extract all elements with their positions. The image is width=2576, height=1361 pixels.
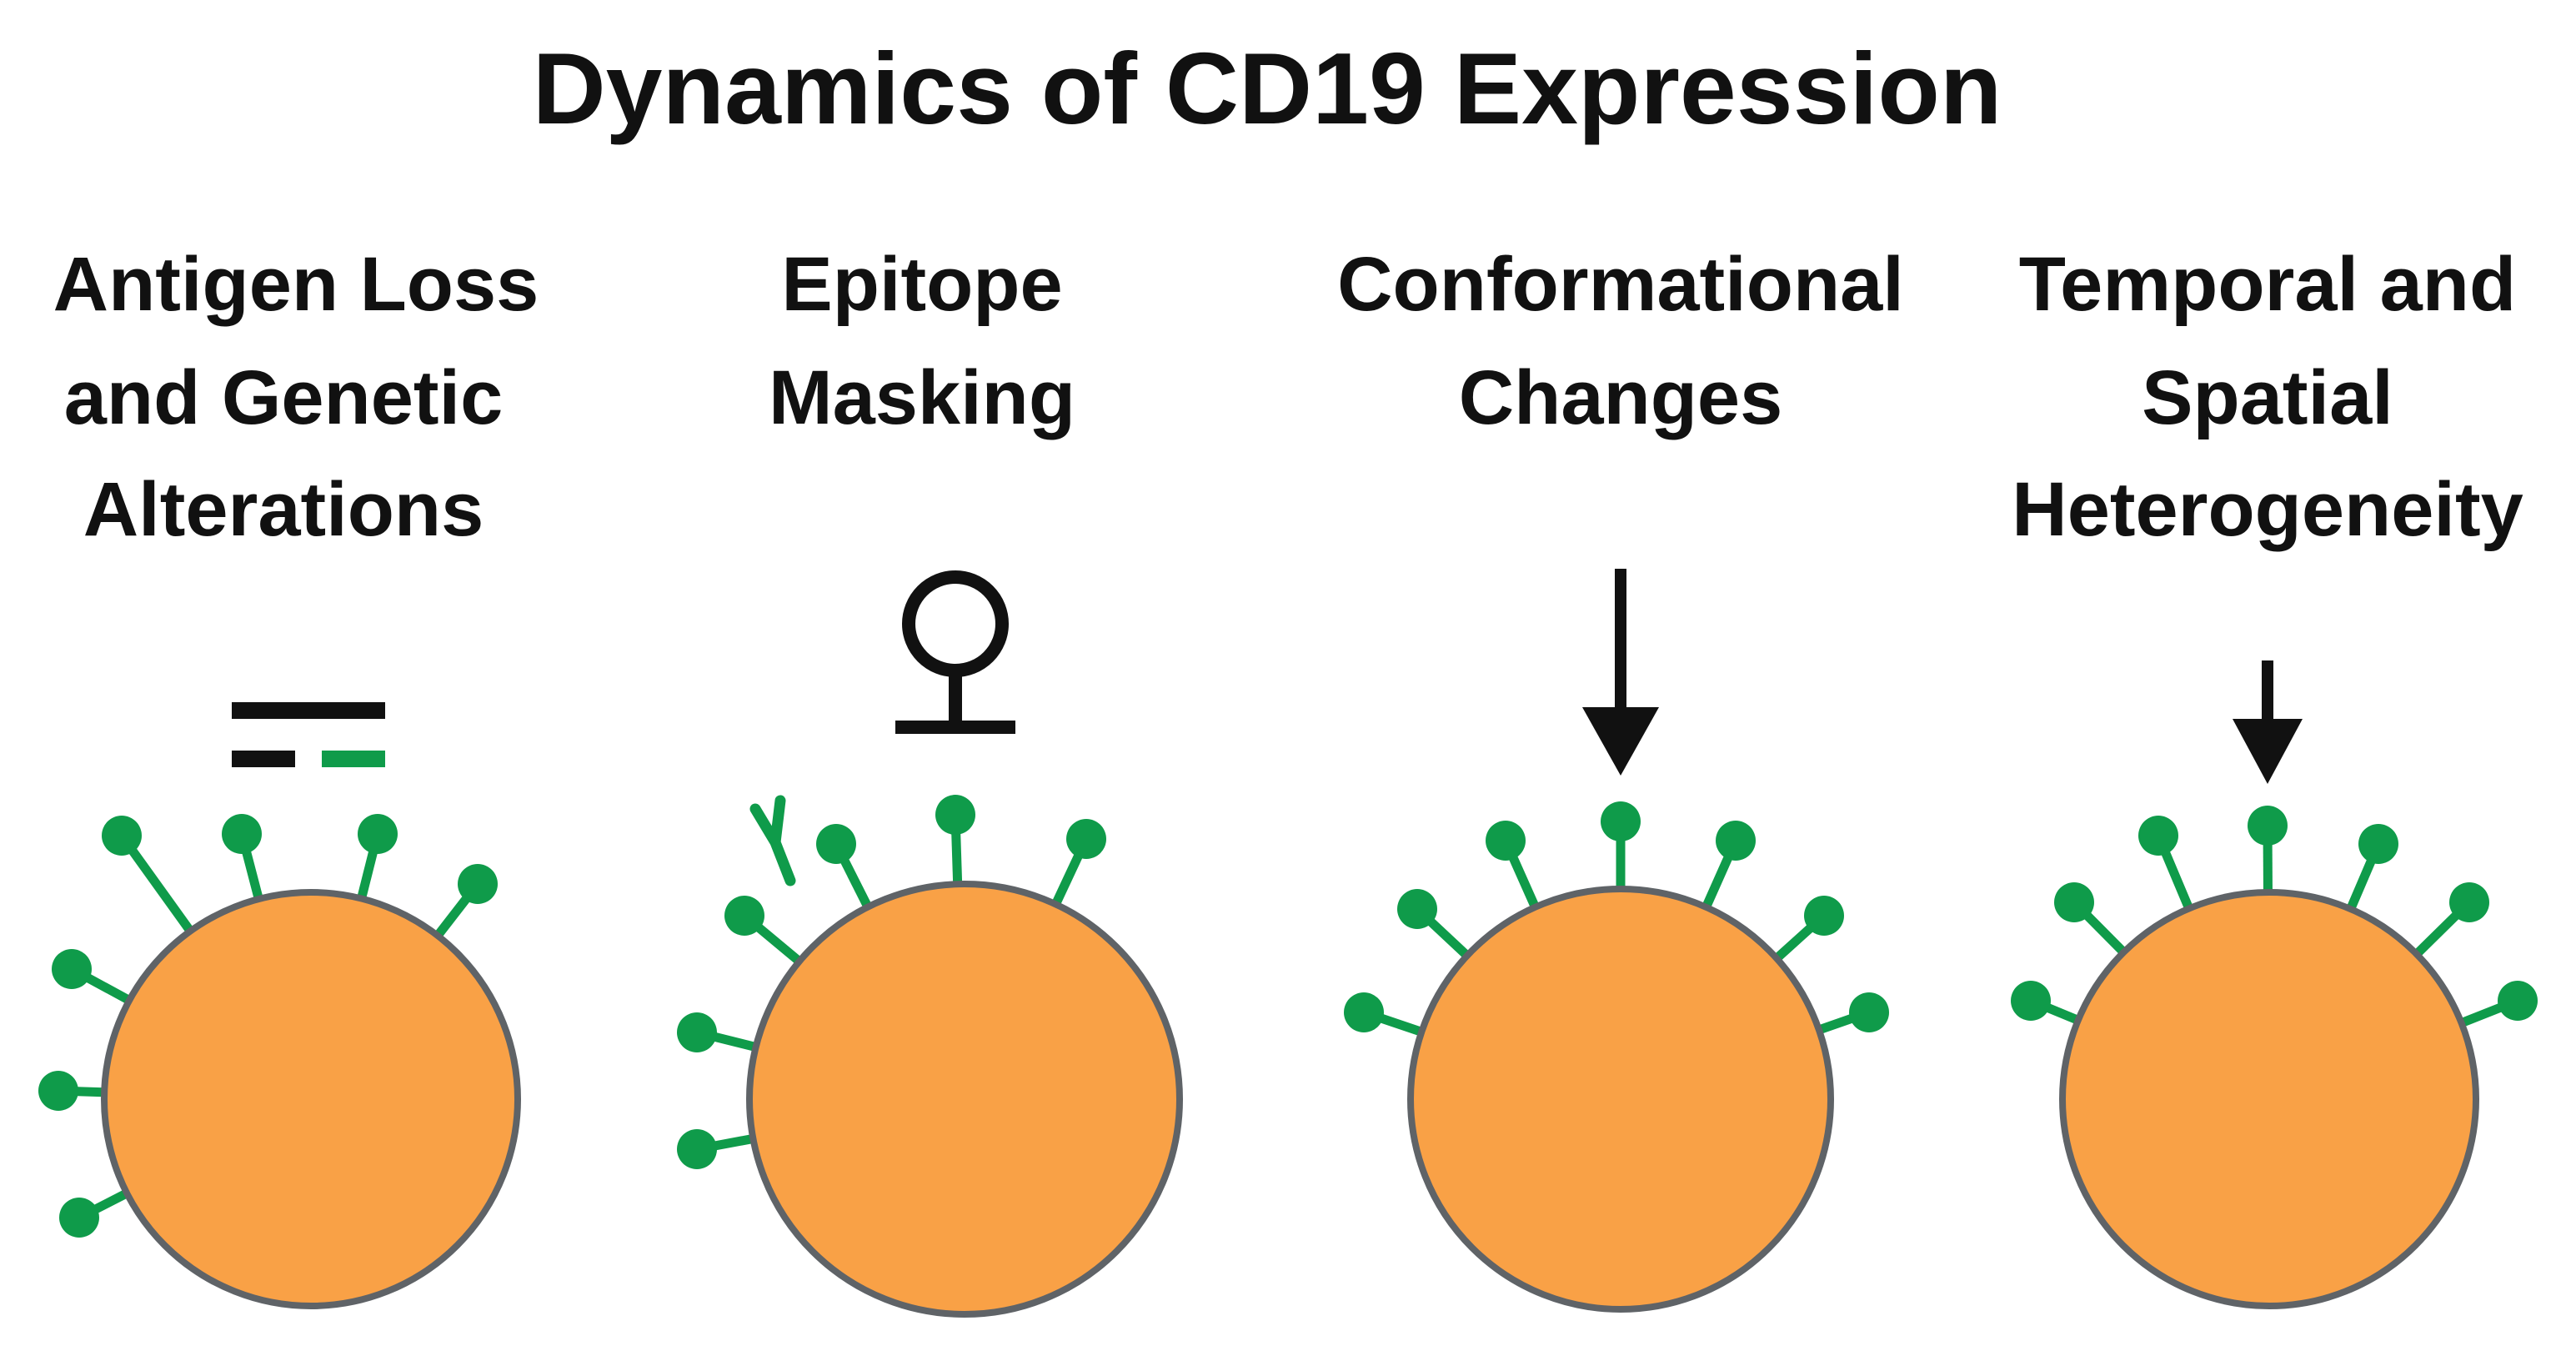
heading-line: Masking <box>769 355 1075 440</box>
heading-line: Temporal and <box>2019 242 2516 327</box>
cd19-receptor-head <box>222 814 262 854</box>
cd19-receptor-head <box>2138 816 2178 856</box>
cd19-receptor-head <box>1849 992 1889 1032</box>
cd19-receptor-head <box>1486 821 1526 861</box>
cd19-receptor-head <box>816 824 856 864</box>
cd19-receptor-head <box>1716 821 1756 861</box>
cell-body <box>101 889 521 1309</box>
cd19-receptor-head <box>2054 882 2094 922</box>
panel-temporal-spatial-heterogeneity-heading: Temporal and Spatial Heterogeneity <box>2012 242 2523 552</box>
cd19-receptor-head <box>1066 819 1106 859</box>
cd19-receptor-head <box>52 949 92 989</box>
cd19-receptor-head <box>677 1012 717 1052</box>
heading-line: Epitope <box>781 242 1062 327</box>
cd19-receptor-head <box>677 1129 717 1169</box>
cd19-receptor-head <box>2011 981 2051 1021</box>
ligand-head <box>902 570 1009 677</box>
cd19-receptor-head <box>358 814 398 854</box>
antibody-icon <box>749 795 796 886</box>
heading-line: Alterations <box>83 467 484 552</box>
antigen-loss-cell <box>38 814 521 1309</box>
cd19-receptor-head <box>2248 806 2288 846</box>
cd19-receptor-head <box>458 864 498 904</box>
arrow-head <box>1582 707 1659 776</box>
heading-line: Spatial <box>2142 355 2393 440</box>
cd19-receptor-head <box>59 1198 99 1238</box>
cd19-receptor-head <box>38 1071 78 1111</box>
temporal-spatial-heterogeneity-cell <box>2011 806 2538 1309</box>
panel-epitope-masking-heading: Epitope Masking <box>769 242 1075 440</box>
cd19-receptor-head <box>1344 992 1384 1032</box>
cell-body <box>1407 886 1834 1313</box>
heading-line: and Genetic <box>64 355 504 440</box>
down-arrow-icon <box>2233 660 2303 784</box>
cd19-receptor-head <box>1601 801 1641 841</box>
cells-layer <box>38 795 2538 1318</box>
epitope-masking-cell <box>677 795 1183 1318</box>
cd19-receptor-head <box>2449 882 2489 922</box>
panel-antigen-loss-heading: Antigen Loss and Genetic Alterations <box>53 242 539 552</box>
masking-ligand-icon <box>895 570 1015 734</box>
conformational-changes-cell <box>1344 801 1889 1313</box>
heading-line: Conformational <box>1337 242 1904 327</box>
heading-line: Heterogeneity <box>2012 467 2523 552</box>
cell-body <box>2059 889 2479 1309</box>
cd19-receptor-stalk <box>118 832 198 938</box>
cd19-receptor-head <box>1397 889 1437 929</box>
arrow-head <box>2233 719 2303 784</box>
down-arrow-icon <box>1582 569 1659 776</box>
cd19-receptor-head <box>935 795 975 835</box>
cd19-receptor-head <box>2358 824 2398 864</box>
cd19-receptor-head <box>1804 896 1844 936</box>
diagram-title: Dynamics of CD19 Expression <box>533 32 2002 145</box>
heading-line: Changes <box>1459 355 1783 440</box>
split-bar-icon <box>232 702 385 767</box>
heading-line: Antigen Loss <box>53 242 539 327</box>
panel-conformational-changes-heading: Conformational Changes <box>1337 242 1904 440</box>
cd19-receptor-head <box>724 896 764 936</box>
cell-body <box>746 881 1183 1318</box>
cd19-receptor-head <box>102 816 142 856</box>
cd19-receptor-head <box>2498 981 2538 1021</box>
